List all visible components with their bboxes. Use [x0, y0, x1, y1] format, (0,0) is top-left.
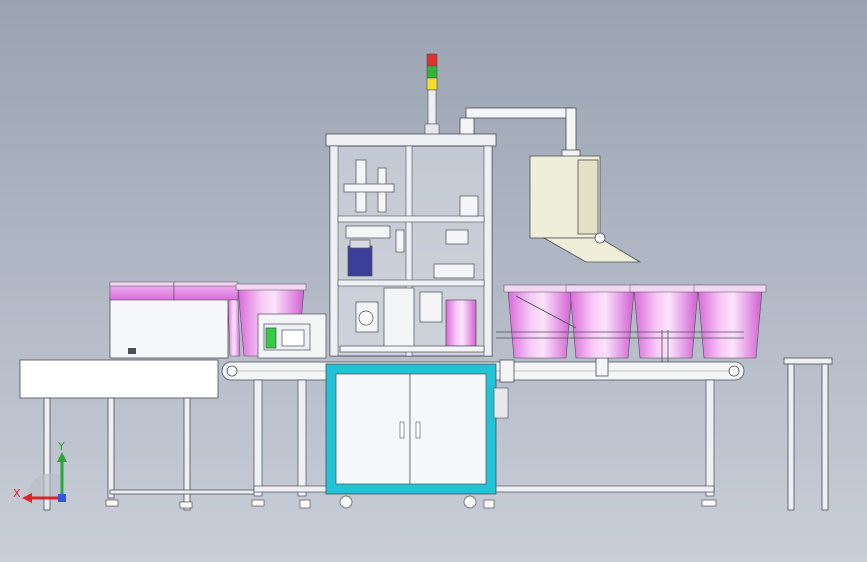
label-unit: [529, 155, 642, 263]
cabinet-door-left: [335, 373, 411, 485]
bucket-group-right: [503, 284, 767, 359]
axis-x-label: X: [13, 487, 21, 500]
door-handle: [399, 421, 405, 439]
infeed-table: [19, 359, 259, 511]
sensor-unit: [257, 313, 327, 359]
bucket-feed-box: [109, 297, 229, 359]
signal-light-yellow: [426, 77, 438, 91]
bucket: [173, 281, 239, 301]
outfeed-stand: [783, 357, 833, 511]
bucket: [693, 284, 767, 359]
bucket: [565, 284, 639, 359]
coordinate-triad: [22, 452, 67, 503]
axis-y-label: Y: [58, 440, 65, 453]
motor: [347, 245, 373, 277]
green-indicator-panel: [265, 327, 277, 349]
air-duct: [459, 107, 581, 159]
signal-light-red: [426, 53, 438, 67]
signal-light-green: [426, 65, 438, 79]
guide-rails: [496, 295, 744, 362]
internal-mechanism: [339, 159, 485, 353]
signal-tower-post: [427, 89, 437, 125]
bucket: [629, 284, 703, 359]
casters: [105, 495, 717, 509]
cabinet-door-right: [409, 373, 487, 485]
cabinet-base: [325, 363, 509, 495]
infeed-table-top: [19, 359, 219, 399]
bucket: [503, 284, 577, 359]
bucket: [109, 281, 175, 301]
axis-z-marker: [58, 494, 66, 502]
door-handle: [415, 421, 421, 439]
